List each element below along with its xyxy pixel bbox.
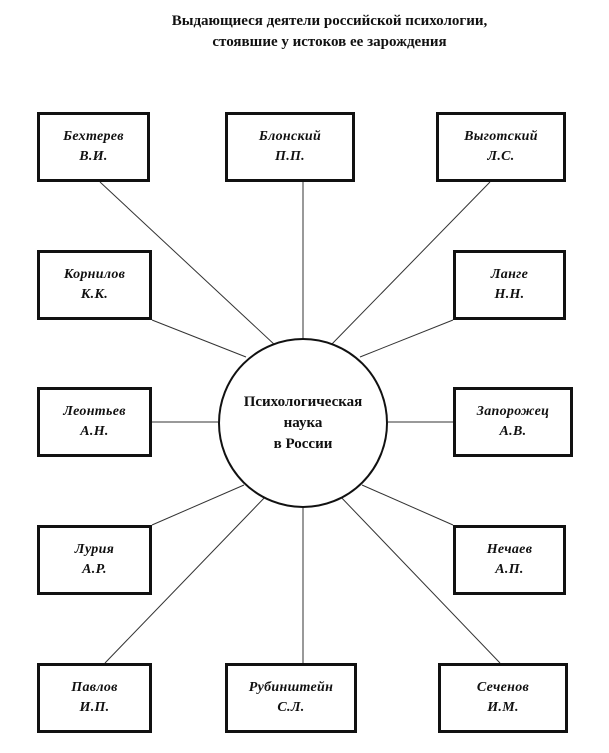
connector-luria — [151, 484, 245, 526]
person-surname: Леонтьев — [63, 404, 126, 419]
person-initials: И.М. — [487, 700, 519, 715]
person-initials: Н.Н. — [494, 287, 525, 302]
center-label-line-2: наука — [283, 414, 323, 431]
person-initials: А.Р. — [82, 562, 107, 577]
person-surname: Выготский — [464, 129, 538, 144]
person-surname: Рубинштейн — [248, 680, 334, 695]
person-box-kornilov: Корнилов К.К. — [37, 250, 152, 320]
person-initials: П.П. — [275, 149, 305, 164]
center-label-line-3: в России — [273, 435, 333, 452]
person-box-luria: Лурия А.Р. — [37, 525, 152, 595]
person-surname: Сеченов — [476, 680, 530, 695]
person-surname: Ланге — [490, 267, 529, 282]
connector-sechenov — [337, 493, 501, 664]
person-initials: С.Л. — [277, 700, 305, 715]
person-box-bekhterev: Бехтерев В.И. — [37, 112, 150, 182]
connector-pavlov — [104, 493, 269, 664]
person-box-lange: Ланге Н.Н. — [453, 250, 566, 320]
connector-vygotsky — [329, 181, 491, 347]
person-box-blonsky: Блонский П.П. — [225, 112, 355, 182]
center-circle-psychology-in-russia: Психологическая наука в России — [218, 338, 388, 508]
person-initials: А.В. — [499, 424, 527, 439]
center-label-line-1: Психологическая — [243, 393, 363, 410]
person-surname: Корнилов — [63, 267, 126, 282]
person-box-leontiev: Леонтьев А.Н. — [37, 387, 152, 457]
person-box-pavlov: Павлов И.П. — [37, 663, 152, 733]
person-surname: Бехтерев — [63, 129, 124, 144]
person-surname: Блонский — [258, 129, 322, 144]
person-box-vygotsky: Выготский Л.С. — [436, 112, 566, 182]
person-initials: Л.С. — [487, 149, 515, 164]
person-initials: А.Н. — [80, 424, 109, 439]
person-box-rubinstein: Рубинштейн С.Л. — [225, 663, 357, 733]
diagram-title-line-2: стоявшие у истоков ее зарождения — [212, 34, 447, 50]
person-box-zaporozhets: Запорожец А.В. — [453, 387, 573, 457]
person-surname: Запорожец — [476, 404, 550, 419]
person-initials: А.П. — [495, 562, 524, 577]
diagram-title-line-1: Выдающиеся деятели российской психологии… — [171, 13, 488, 29]
person-surname: Нечаев — [486, 542, 533, 557]
connector-kornilov — [151, 319, 247, 358]
person-initials: И.П. — [79, 700, 110, 715]
connector-lange — [359, 319, 454, 358]
person-surname: Лурия — [74, 542, 115, 557]
connector-bekhterev — [99, 181, 277, 347]
person-box-nechaev: Нечаев А.П. — [453, 525, 566, 595]
connector-nechaev — [361, 484, 454, 526]
person-surname: Павлов — [71, 680, 118, 695]
person-box-sechenov: Сеченов И.М. — [438, 663, 568, 733]
person-initials: В.И. — [79, 149, 108, 164]
person-initials: К.К. — [80, 287, 109, 302]
